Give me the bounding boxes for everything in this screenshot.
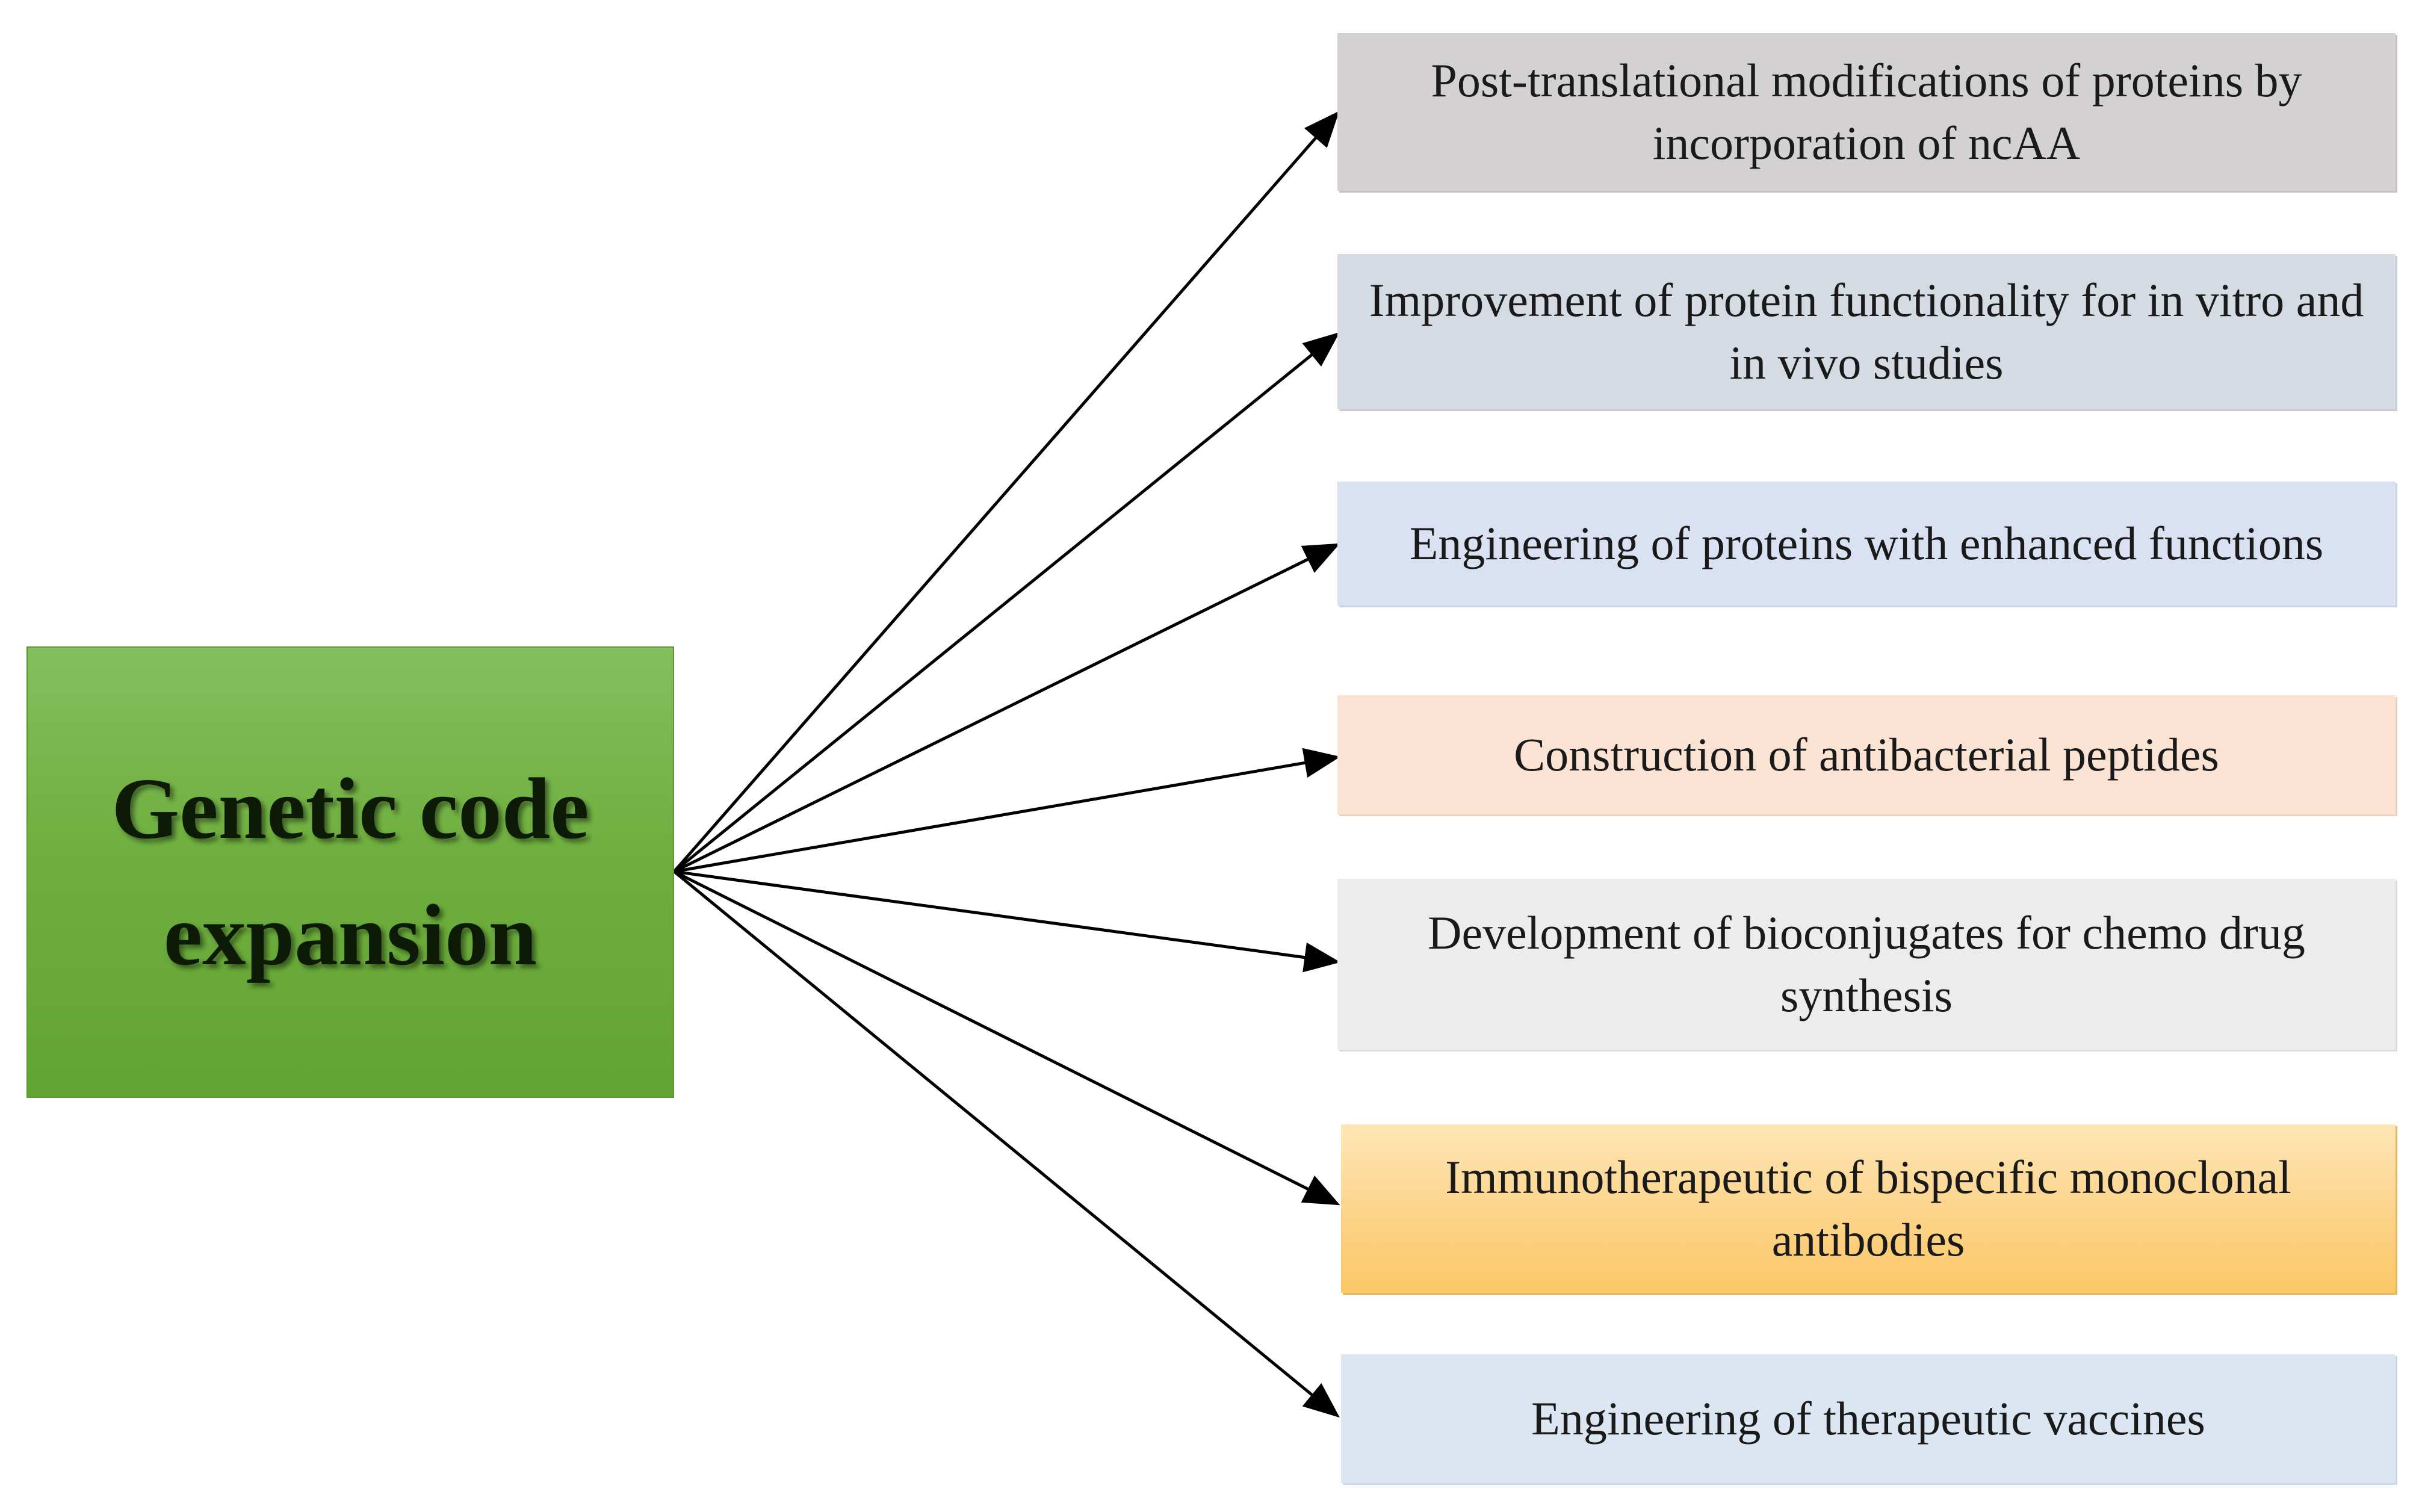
target-label: Post-translational modifications of prot…: [1431, 54, 2302, 169]
target-box-antibacterial-peptides: Construction of antibacterial peptides: [1337, 695, 2396, 814]
target-box-protein-functionality: Improvement of protein functionality for…: [1337, 254, 2396, 409]
target-label: Engineering of proteins with enhanced fu…: [1409, 517, 2324, 569]
target-box-post-translational-modifications: Post-translational modifications of prot…: [1337, 33, 2396, 191]
source-box: Genetic code expansion: [26, 646, 674, 1098]
target-box-therapeutic-vaccines: Engineering of therapeutic vaccines: [1341, 1354, 2396, 1483]
target-label: Immunotherapeutic of bispecific monoclon…: [1445, 1151, 2291, 1266]
arrow-to-bispecific-antibodies: [673, 870, 1340, 1206]
arrow-to-protein-functionality: [673, 332, 1340, 873]
target-label: Development of bioconjugates for chemo d…: [1428, 906, 2305, 1021]
target-label: Improvement of protein functionality for…: [1369, 274, 2364, 389]
arrow-to-bioconjugates: [674, 870, 1340, 973]
target-box-enhanced-functions: Engineering of proteins with enhanced fu…: [1337, 482, 2396, 606]
target-label: Construction of antibacterial peptides: [1514, 728, 2219, 781]
arrow-to-therapeutic-vaccines: [673, 870, 1340, 1418]
arrow-to-enhanced-functions: [673, 543, 1340, 873]
target-box-bispecific-antibodies: Immunotherapeutic of bispecific monoclon…: [1341, 1124, 2396, 1293]
target-label: Engineering of therapeutic vaccines: [1531, 1392, 2205, 1445]
arrow-to-antibacterial-peptides: [674, 748, 1340, 873]
source-title: Genetic code expansion: [111, 761, 589, 984]
arrow-to-post-translational-modifications: [673, 111, 1340, 873]
target-box-bioconjugates: Development of bioconjugates for chemo d…: [1337, 879, 2396, 1050]
